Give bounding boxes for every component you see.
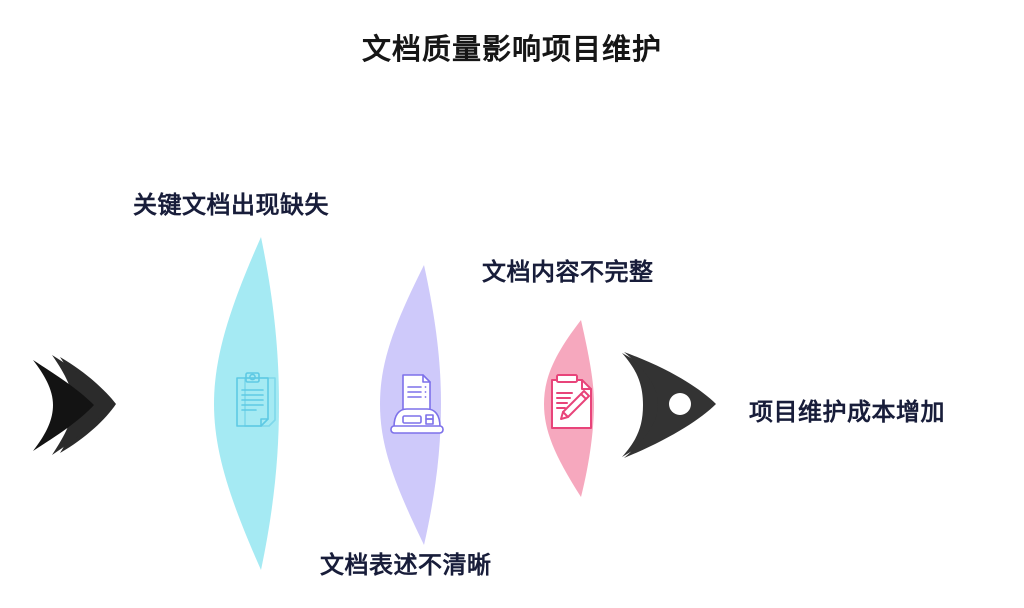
clipboard-document-icon (236, 372, 276, 427)
end-arrow-hole (669, 393, 691, 415)
stage-2-label: 文档表述不清晰 (320, 552, 492, 579)
end-arrow (622, 352, 716, 458)
outcome-label: 项目维护成本增加 (749, 399, 945, 426)
stage-1-group[interactable] (214, 237, 279, 570)
stage-1-label: 关键文档出现缺失 (133, 192, 329, 219)
document-pencil-edit-icon (551, 374, 592, 429)
stage-3-label: 文档内容不完整 (482, 259, 654, 286)
start-arrow (33, 355, 116, 455)
printer-document-icon (390, 374, 444, 434)
start-arrow-front-wing (33, 360, 91, 451)
stage-2-group[interactable] (380, 265, 444, 545)
stage-3-group[interactable] (544, 320, 594, 497)
page-title: 文档质量影响项目维护 (361, 34, 662, 66)
stage-1-lens[interactable] (214, 237, 279, 570)
